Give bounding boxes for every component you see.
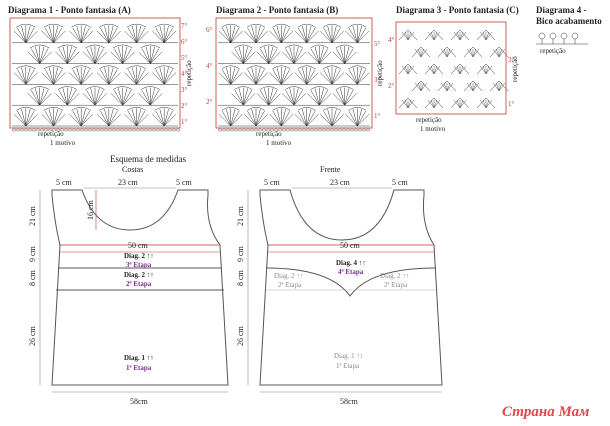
- back-diag2b: Diag. 2 ↑↑: [124, 271, 154, 279]
- back-bottom: 58cm: [130, 397, 148, 406]
- front-diag2-right: Diag. 2 ↑↑: [380, 272, 410, 280]
- back-stage3: 3ª Etapa: [126, 261, 152, 269]
- d3rows-label: 2°: [388, 82, 395, 90]
- front-schematic: [247, 187, 443, 393]
- front-stage2-left: 2ª Etapa: [278, 281, 302, 289]
- d2rows-label: 2°: [206, 98, 213, 106]
- diagram2-repeat: repetição: [256, 130, 282, 138]
- diagram3-row-right: 1°: [508, 100, 515, 108]
- front-diag2-left: Diag. 2 ↑↑: [274, 272, 304, 280]
- front-shoulder-left: 5 cm: [264, 178, 280, 187]
- front-bottom: 58cm: [340, 397, 358, 406]
- front-shoulder-right: 5 cm: [392, 178, 408, 187]
- front-neck-width: 23 cm: [330, 178, 350, 187]
- diagram3-chart: [398, 29, 509, 109]
- diagram3-title: Diagrama 3 - Ponto fantasia (C): [396, 5, 519, 15]
- back-shoulder-right: 5 cm: [176, 178, 192, 187]
- back-label: Costas: [122, 165, 144, 174]
- d3rows-label: 4°: [388, 36, 395, 44]
- d2rows-label: 6°: [206, 26, 213, 34]
- diagram1-chart: [11, 23, 180, 132]
- diagram4-subtitle: Bico acabamento: [536, 16, 602, 26]
- back-stage2: 2ª Etapa: [126, 280, 152, 288]
- back-schematic: [39, 187, 229, 393]
- diagram3-motif: 1 motivo: [420, 125, 446, 133]
- diagram2-side-repeat: repetição: [376, 60, 384, 86]
- diagram3-row-right: 3°: [508, 56, 515, 64]
- back-neck-depth: 16 cm: [86, 200, 95, 220]
- diagram2-frame: [215, 17, 373, 129]
- d1rows-label: 1°: [181, 118, 188, 126]
- diagram2-row-right: 1°: [374, 112, 381, 120]
- front-stage4: 4ª Etapa: [338, 268, 364, 276]
- d1rows-label: 6°: [181, 38, 188, 46]
- back-bust: 50 cm: [128, 241, 148, 250]
- front-bust: 50 cm: [340, 241, 360, 250]
- front-stage1: 1ª Etapa: [336, 362, 360, 370]
- back-diag2a: Diag. 2 ↑↑: [124, 252, 154, 260]
- back-h3: 8 cm: [28, 270, 37, 286]
- diagram2-motif: 1 motivo: [266, 139, 292, 147]
- diagram1-title: Diagrama 1 - Ponto fantasia (A): [8, 5, 131, 15]
- d1rows-label: 7°: [181, 22, 188, 30]
- back-h2: 9 cm: [28, 246, 37, 262]
- back-shoulder-left: 5 cm: [56, 178, 72, 187]
- front-outline: [259, 189, 443, 386]
- d2rows-label: 4°: [206, 62, 213, 70]
- diagram3-side-repeat: repetição: [511, 56, 519, 82]
- diagram1-motif: 1 motivo: [50, 139, 76, 147]
- back-h4: 26 cm: [28, 326, 37, 346]
- front-h1: 21 cm: [236, 206, 245, 226]
- back-neck-width: 23 cm: [118, 178, 138, 187]
- diagram4-chart: [536, 32, 588, 45]
- watermark-logo: Страна Мам: [502, 404, 590, 420]
- back-h1: 21 cm: [28, 206, 37, 226]
- back-outline: [51, 189, 229, 386]
- diagram2-row-right: 3°: [374, 76, 381, 84]
- diagram1-frame: [9, 17, 181, 129]
- front-h3: 8 cm: [236, 270, 245, 286]
- back-diag1: Diag. 1 ↑↑: [124, 354, 154, 362]
- diagram4-title: Diagrama 4 -: [536, 5, 587, 15]
- d1rows-label: 2°: [181, 102, 188, 110]
- diagram1-repeat: repetição: [38, 130, 64, 138]
- diagram4-repeat: repetição: [540, 47, 566, 55]
- diagram1-side-repeat: repetição: [185, 60, 193, 86]
- diagram3-frame: [395, 21, 507, 115]
- diagram2-title: Diagrama 2 - Ponto fantasia (B): [216, 5, 339, 15]
- diagram2-row-right: 5°: [374, 40, 381, 48]
- diagram3-repeat: repetição: [416, 116, 442, 124]
- front-label: Frente: [320, 165, 341, 174]
- d1rows-label: 5°: [181, 54, 188, 62]
- diagram2-chart: [217, 23, 371, 132]
- back-stage1: 1ª Etapa: [126, 364, 152, 372]
- schema-title: Esquema de medidas: [110, 154, 186, 164]
- front-diag1: Diag. 1 ↑↑: [334, 352, 364, 360]
- front-h4: 26 cm: [236, 326, 245, 346]
- front-h2: 9 cm: [236, 246, 245, 262]
- front-diag4: Diag. 4 ↑↑: [336, 259, 366, 267]
- d1rows-label: 3°: [181, 86, 188, 94]
- front-stage2-right: 2ª Etapa: [384, 281, 408, 289]
- d1rows-label: 4°: [181, 70, 188, 78]
